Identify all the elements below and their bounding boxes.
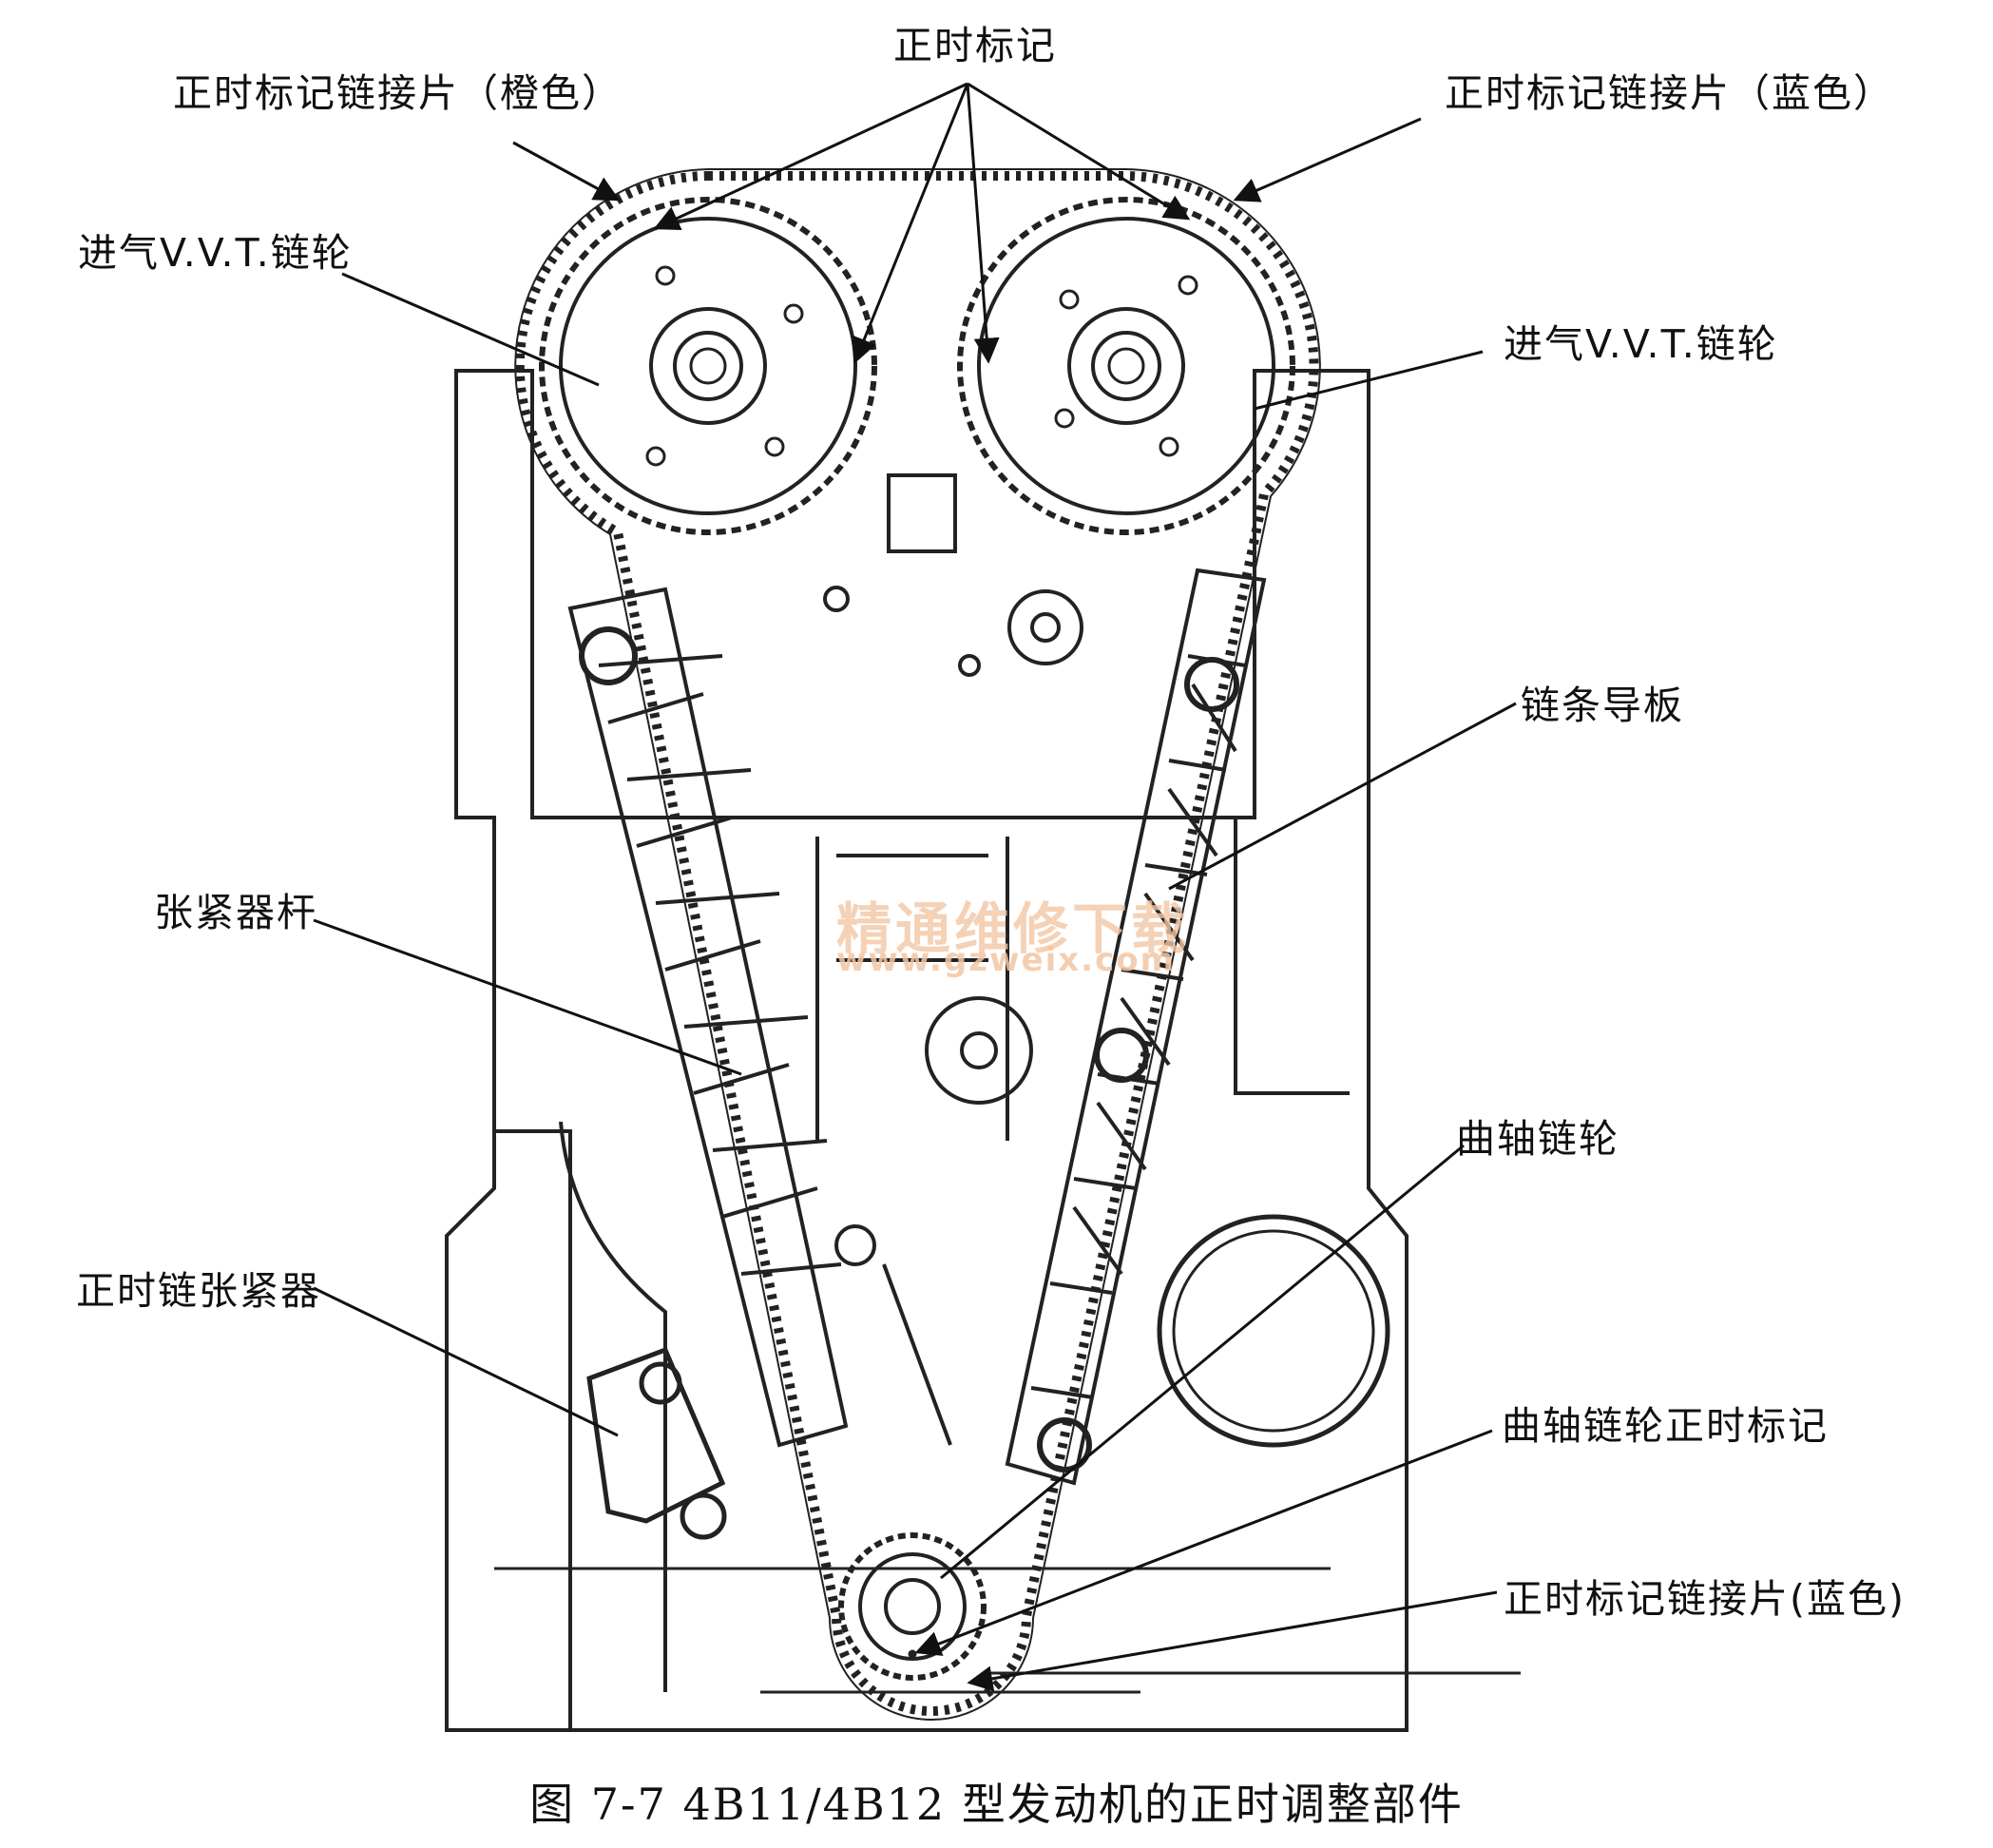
label-timing-mark: 正时标记 (893, 23, 1057, 68)
crank-pulley-housing (1157, 1214, 1390, 1448)
label-intake-vvt-left: 进气V.V.T.链轮 (78, 230, 353, 276)
label-link-blue-bottom: 正时标记链接片(蓝色) (1504, 1576, 1906, 1622)
intake-vvt-sprocket-left (539, 197, 877, 535)
engine-center-details (823, 473, 1083, 1446)
timing-chain (514, 168, 1321, 1721)
label-chain-tensioner: 正时链张紧器 (76, 1268, 321, 1314)
tensioner-lever-pivot-bolt (579, 626, 638, 685)
chain-guide-bolt-mid (1094, 1028, 1149, 1083)
figure-caption: 图 7-7 4B11/4B12 型发动机的正时调整部件 (529, 1779, 1464, 1830)
chain-guide-bolt-top (1184, 657, 1239, 712)
chain-guide-bolt-low (1037, 1417, 1092, 1473)
label-crank-timing-mark: 曲轴链轮正时标记 (1502, 1403, 1829, 1449)
crankshaft-sprocket (838, 1532, 987, 1681)
label-crank-sprocket: 曲轴链轮 (1456, 1116, 1619, 1162)
timing-chain-tensioner (586, 1346, 727, 1540)
tensioner-lever (567, 587, 849, 1448)
intake-vvt-sprocket-right (957, 197, 1295, 535)
watermark-url: www.gzweix.com (836, 941, 1177, 979)
watermark-title: 精通维修下载 (836, 896, 1191, 961)
engine-block (445, 369, 1521, 1732)
label-tensioner-lever: 张紧器杆 (154, 890, 317, 935)
label-intake-vvt-right: 进气V.V.T.链轮 (1504, 321, 1778, 367)
label-link-orange: 正时标记链接片（橙色） (173, 70, 623, 116)
label-chain-guide: 链条导板 (1521, 683, 1684, 728)
leader-lines (313, 82, 1517, 1692)
label-link-blue-top: 正时标记链接片（蓝色） (1445, 70, 1894, 116)
